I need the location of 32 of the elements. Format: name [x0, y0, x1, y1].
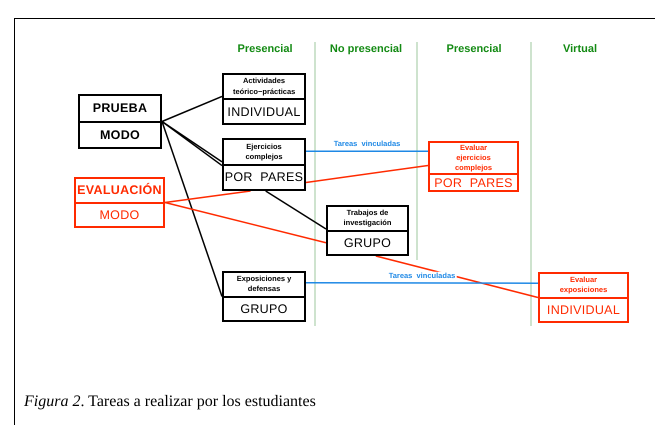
column-heading: No presencial	[330, 43, 402, 55]
figure-caption: Figura 2. Tareas a realizar por los estudiantes	[24, 393, 316, 411]
connector-line	[164, 190, 251, 204]
column-heading: Presencial	[237, 43, 293, 55]
task-box	[326, 205, 409, 256]
box-heading: PRUEBA	[92, 100, 148, 117]
task-box	[222, 73, 306, 125]
connector-line	[306, 150, 428, 152]
task-box	[538, 272, 629, 323]
box-mode-text: MODO	[99, 208, 140, 222]
task-box	[222, 138, 306, 191]
box-mode-text: GRUPO	[240, 302, 288, 316]
task-box	[222, 271, 306, 322]
box-mode-text: POR PARES	[224, 170, 304, 184]
task-box	[428, 141, 519, 192]
connector-line	[162, 96, 222, 122]
box-mode-text: INDIVIDUAL	[227, 104, 301, 118]
connector-line	[306, 282, 538, 284]
column-heading: Presencial	[446, 43, 502, 55]
task-box	[74, 177, 165, 228]
box-mode-text: MODO	[100, 128, 140, 142]
box-mode-text: POR PARES	[434, 176, 513, 190]
task-box	[78, 94, 162, 149]
connector-line	[265, 190, 326, 230]
connector-line	[161, 121, 223, 297]
column-heading: Virtual	[562, 43, 598, 55]
box-mode-text: GRUPO	[344, 236, 392, 250]
connector-line	[376, 255, 538, 298]
box-mode-text: INDIVIDUAL	[546, 302, 620, 317]
connector-line	[306, 164, 428, 184]
box-heading: EVALUACIÓN	[76, 182, 163, 199]
connector-line	[164, 202, 326, 244]
